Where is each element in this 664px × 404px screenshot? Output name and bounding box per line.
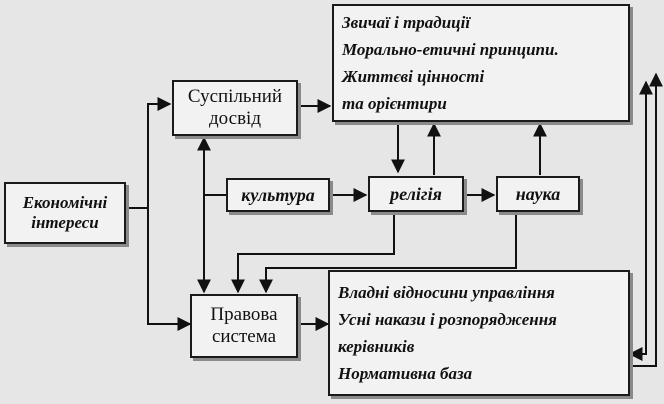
- traditions-item-3: Життєві цінності: [342, 67, 485, 86]
- traditions-item-1: Звичаї і традиції: [342, 13, 471, 32]
- arrow-econ-to-legal-system: [147, 208, 192, 331]
- power-item-3: керівників: [338, 337, 415, 356]
- economic-interests-line-2: інтереси: [31, 213, 99, 232]
- culture-label: культура: [241, 184, 315, 205]
- arrow-culture-to-social-experience: [197, 136, 226, 196]
- arrow-feedback-to-power: [628, 80, 653, 361]
- social-experience-line-1: Суспільний: [187, 86, 283, 107]
- economic-interests-box: Економічні інтереси: [4, 182, 126, 244]
- traditions-item-2: Морально-етичні принципи.: [342, 40, 559, 59]
- religion-label: релігія: [390, 183, 442, 204]
- religion-box: релігія: [368, 176, 464, 212]
- science-label: наука: [515, 183, 561, 204]
- legal-system-box: Правова система: [190, 294, 298, 358]
- social-experience-line-2: досвід: [209, 108, 261, 129]
- power-item-2: Усні накази і розпорядження: [338, 310, 557, 329]
- power-item-1: Владні відносини управління: [338, 283, 555, 302]
- traditions-box: Звичаї і традиції Морально-етичні принци…: [332, 4, 630, 122]
- culture-box: культура: [226, 178, 330, 212]
- social-experience-box: Суспільний досвід: [172, 80, 298, 136]
- arrow-religion-to-legal-system: [231, 214, 395, 294]
- power-item-4: Нормативна база: [338, 364, 473, 383]
- arrow-science-to-legal-system: [259, 214, 517, 294]
- power-relations-box: Владні відносини управління Усні накази …: [328, 270, 630, 396]
- economic-interests-line-1: Економічні: [22, 193, 108, 212]
- arrow-econ-to-social-experience: [126, 97, 172, 209]
- legal-system-line-1: Правова: [210, 304, 278, 325]
- science-box: наука: [496, 176, 580, 212]
- legal-system-line-2: система: [211, 326, 277, 347]
- arrow-feedback-to-traditions: [630, 72, 663, 367]
- traditions-item-4: та орієнтири: [342, 94, 447, 113]
